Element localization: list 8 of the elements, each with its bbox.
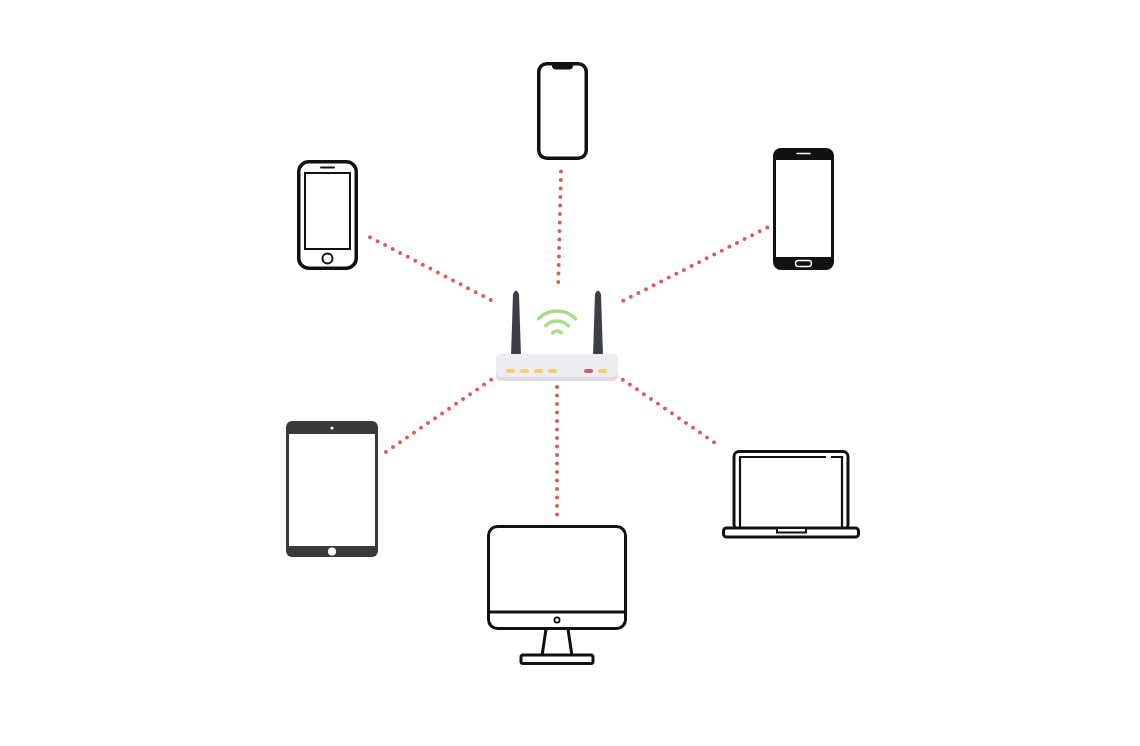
dotted-connector	[621, 225, 770, 303]
laptop-icon	[722, 450, 860, 540]
wifi-router-icon	[496, 288, 618, 381]
smartphone-icon	[773, 148, 834, 270]
desktop-monitor-icon	[487, 525, 627, 665]
tablet-icon	[286, 421, 378, 557]
smartphone-icon	[297, 160, 358, 270]
smartphone-icon	[537, 62, 588, 160]
